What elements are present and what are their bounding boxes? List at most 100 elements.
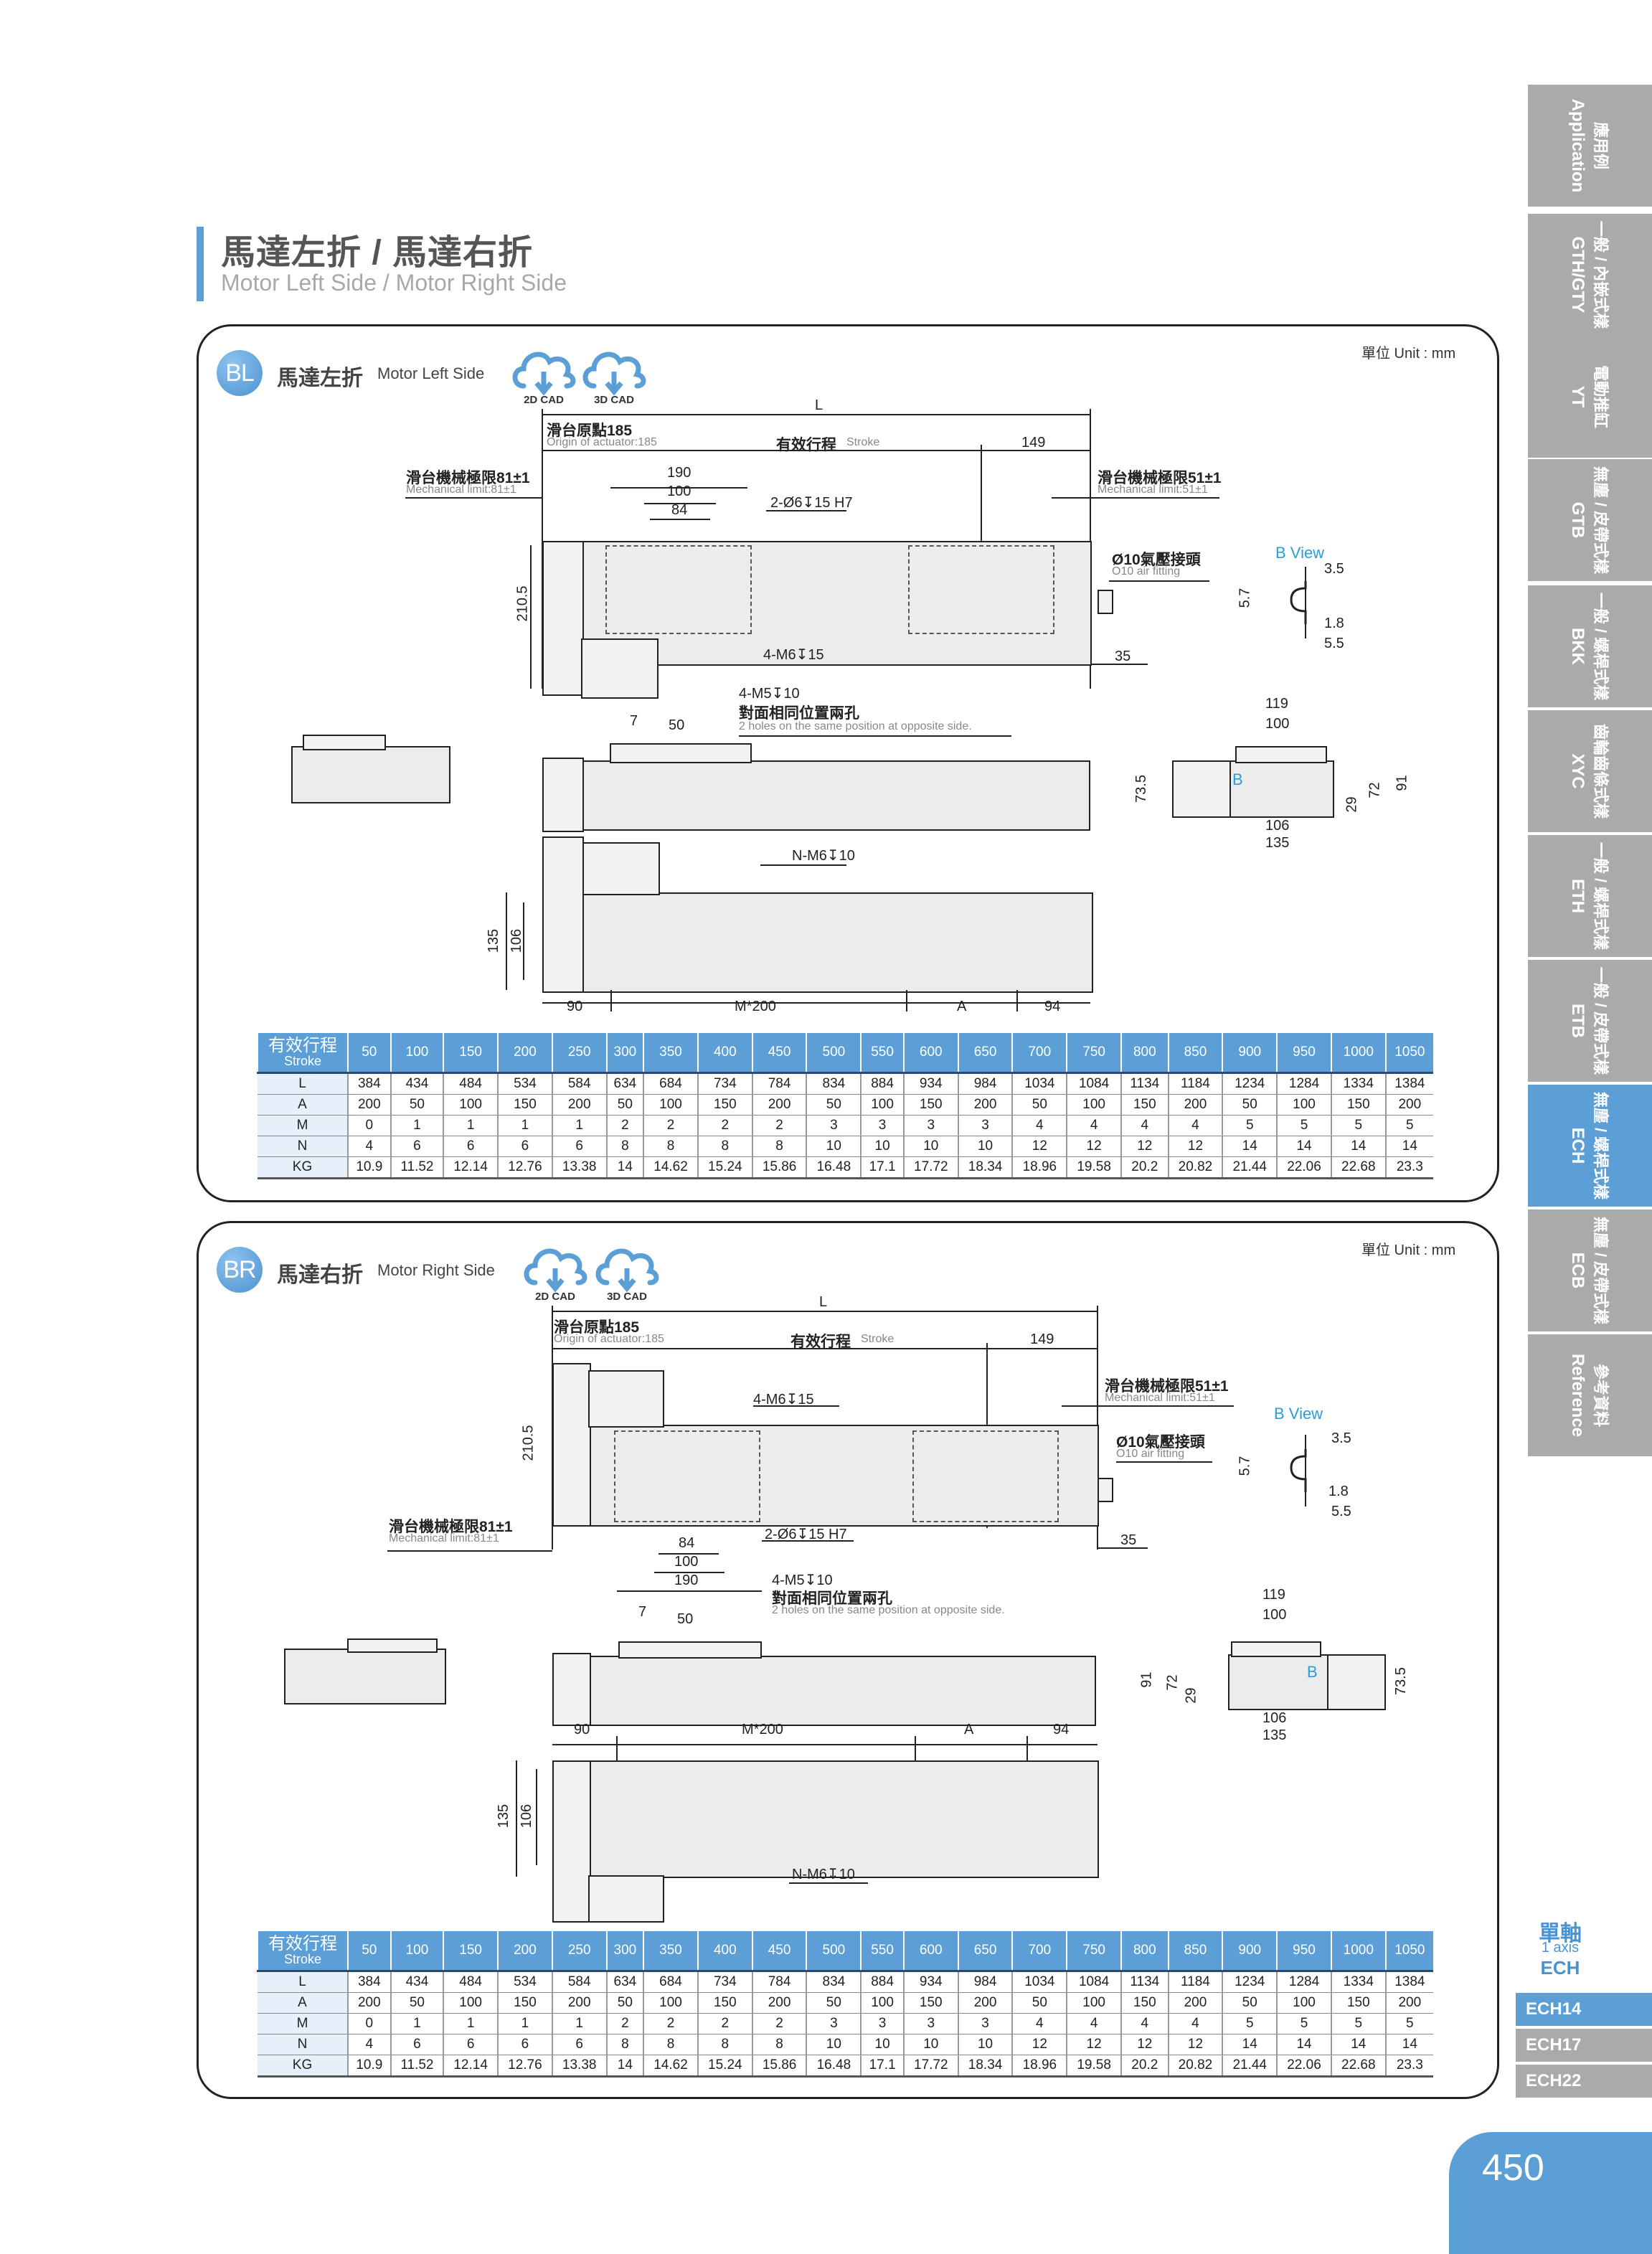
table-cell: 14 — [1222, 1136, 1278, 1157]
table-cell: 4 — [1120, 2013, 1169, 2034]
table-cell: 12 — [1167, 2034, 1223, 2055]
table-cell: 1384 — [1384, 1970, 1433, 1993]
motor-plate-side — [542, 758, 584, 832]
table-cell: 14 — [1222, 2034, 1278, 2055]
table-cell: 1134 — [1120, 1072, 1169, 1095]
table-cell: 5 — [1384, 2013, 1433, 2034]
section-title: 馬達左折 / 馬達右折 — [221, 234, 534, 272]
dim-m200: M*200 — [735, 999, 776, 1014]
table-cell: 1184 — [1167, 1072, 1223, 1095]
stroke-header-cell: 850 — [1167, 1033, 1223, 1073]
table-cell: 50 — [1222, 1094, 1278, 1116]
table-cell: 13.38 — [551, 2055, 607, 2078]
table-cell: 14 — [1384, 1136, 1433, 1157]
carriage-outline — [605, 545, 752, 634]
table-cell: 150 — [1120, 1094, 1169, 1116]
table-cell: 734 — [697, 1072, 752, 1095]
mech-limit-right-en: Mechanical limit:51±1 — [1105, 1392, 1215, 1404]
table-cell: 17.72 — [902, 2055, 958, 2078]
panel-badge-bl: BL — [217, 350, 263, 396]
table-cell: 784 — [751, 1970, 807, 1993]
side-tab-zh: 無塵 / 螺桿式樣 — [1591, 1091, 1610, 1200]
table-cell: 14 — [1276, 2034, 1331, 2055]
table-cell: 2 — [605, 1115, 644, 1136]
actuator-body-side-view — [588, 1656, 1096, 1726]
side-holes-zh: 對面相同位置兩孔 — [772, 1590, 892, 1607]
model-item-ech14[interactable]: ECH14 — [1516, 1993, 1652, 2026]
table-cell: 4 — [347, 2034, 391, 2055]
table-cell: 4 — [1167, 2013, 1223, 2034]
page-number-tab: 450 — [1449, 2132, 1652, 2254]
table-cell: 1 — [390, 2013, 444, 2034]
table-cell: 12 — [1011, 1136, 1067, 1157]
origin-label-zh: 滑台原點185 — [554, 1319, 640, 1336]
stroke-header-cell: 100 — [390, 1033, 444, 1073]
download-3d-cad-button[interactable]: 3D CAD — [593, 1240, 661, 1303]
model-item-ech17[interactable]: ECH17 — [1516, 2029, 1652, 2062]
download-3d-cad-button[interactable]: 3D CAD — [580, 343, 648, 406]
dim-35: 35 — [1115, 649, 1131, 664]
table-cell: 784 — [751, 1072, 807, 1095]
unit-label: 單位 Unit : mm — [1361, 346, 1456, 362]
side-holes-note: 4-M5↧10 — [739, 686, 800, 702]
table-cell: 17.1 — [860, 1156, 904, 1179]
dim-84: 84 — [679, 1535, 695, 1551]
stroke-label-en: Stroke — [861, 1333, 895, 1345]
stroke-header-cell: 800 — [1120, 1033, 1169, 1073]
row-label: L — [258, 1072, 348, 1095]
stroke-header-cell: 700 — [1011, 1033, 1067, 1073]
b-marker: B — [1307, 1663, 1318, 1681]
pin-hole-note: 2-Ø6↧15 H7 — [765, 1527, 847, 1542]
table-cell: 5 — [1276, 2013, 1331, 2034]
row-label: A — [258, 1992, 348, 2014]
table-cell: 2 — [697, 1115, 752, 1136]
table-cell: 18.34 — [957, 2055, 1013, 2078]
download-2d-cad-button[interactable]: 2D CAD — [521, 1240, 590, 1303]
carriage-outline — [614, 1430, 760, 1522]
table-cell: 384 — [347, 1072, 391, 1095]
end-dim-106: 106 — [1265, 818, 1290, 834]
motor-plate-bottom — [542, 836, 584, 993]
table-cell: 100 — [443, 1992, 499, 2014]
table-cell: 3 — [902, 1115, 958, 1136]
model-item-ech22[interactable]: ECH22 — [1516, 2065, 1652, 2098]
table-cell: 2 — [751, 2013, 807, 2034]
table-cell: 5 — [1384, 1115, 1433, 1136]
table-cell: 14 — [605, 2055, 644, 2078]
table-cell: 1184 — [1167, 1970, 1223, 1993]
table-cell: 19.58 — [1066, 2055, 1122, 2078]
table-cell: 8 — [605, 2034, 644, 2055]
mech-limit-right-zh: 滑台機械極限51±1 — [1105, 1378, 1229, 1395]
side-tab-zh: 應用例 — [1591, 121, 1610, 170]
table-cell: 5 — [1276, 1115, 1331, 1136]
table-cell: 150 — [497, 1094, 552, 1116]
side-tab-zh: 參考資料 — [1591, 1363, 1610, 1427]
stroke-header-cell: 500 — [806, 1931, 862, 1971]
download-2d-cad-button[interactable]: 2D CAD — [509, 343, 578, 406]
table-cell: 8 — [643, 2034, 698, 2055]
axis-label-code: ECH — [1540, 1957, 1580, 1979]
side-tab-en: Reference — [1567, 1353, 1587, 1438]
table-cell: 3 — [860, 1115, 904, 1136]
table-cell: 23.3 — [1384, 1156, 1433, 1179]
side-tab-en: YT — [1567, 385, 1587, 408]
table-cell: 11.52 — [390, 2055, 444, 2078]
